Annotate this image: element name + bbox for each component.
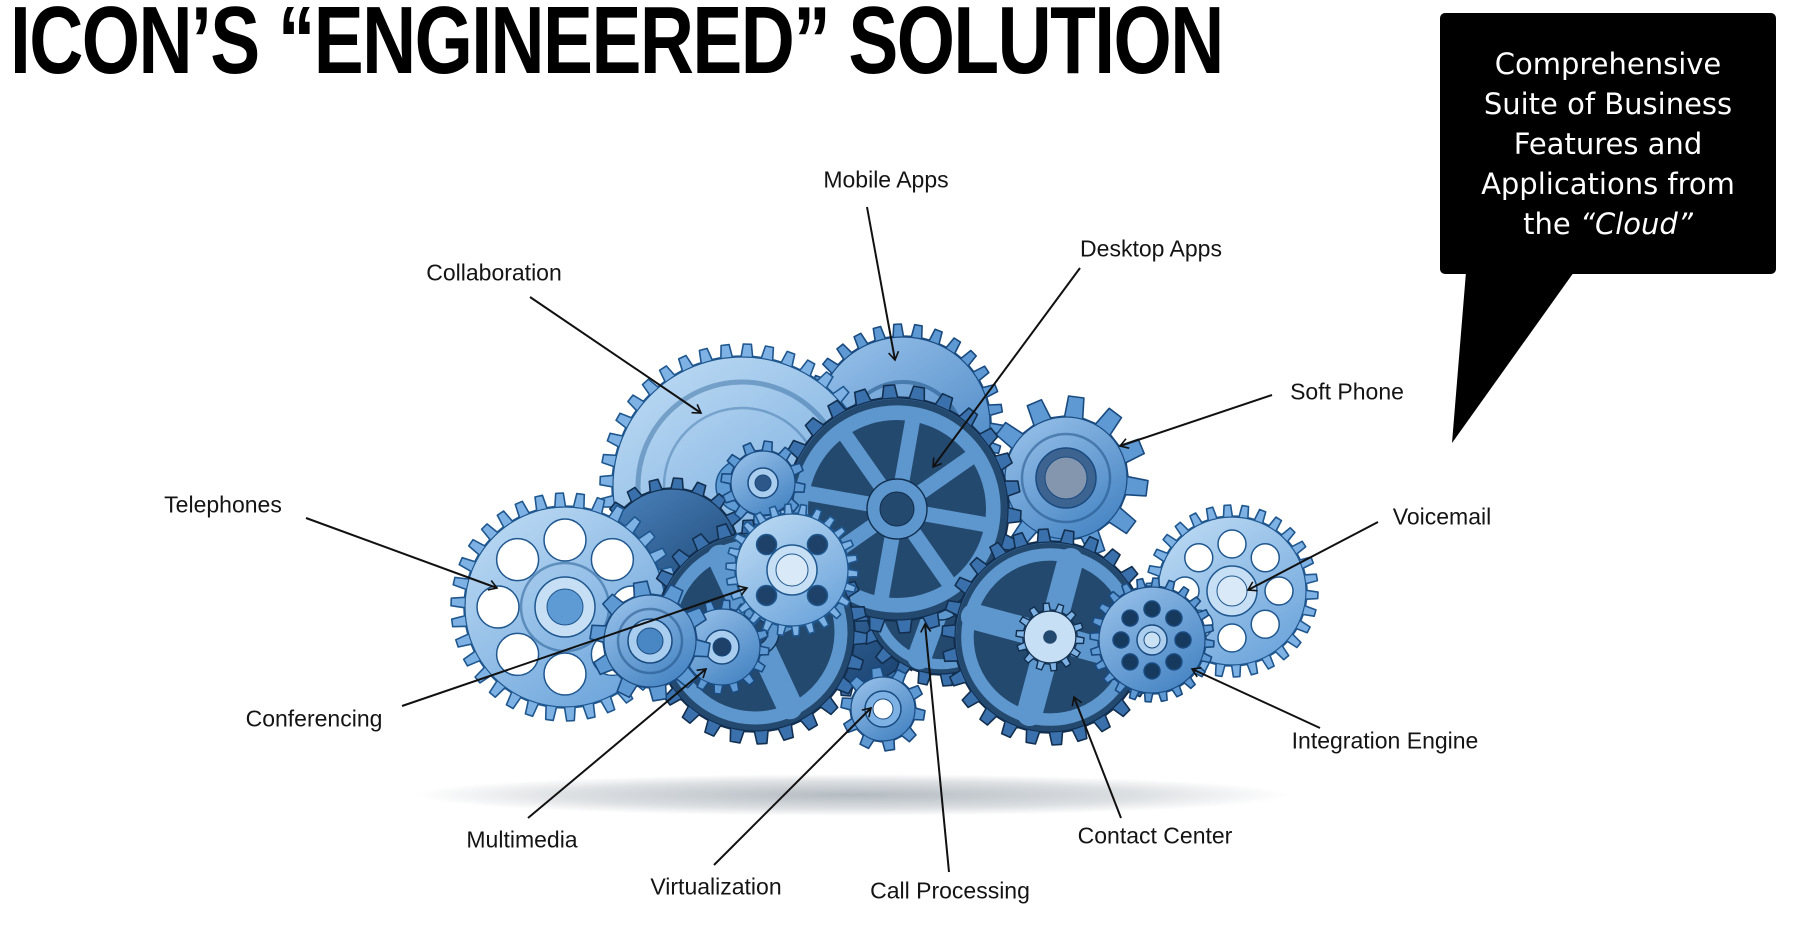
leader-line-soft-phone [1118, 394, 1273, 449]
cloud-shadow [414, 774, 1290, 816]
callout-line: the “Cloud” [1523, 206, 1693, 241]
gear-conferencing [725, 503, 859, 637]
leader-line-voicemail [1246, 521, 1379, 592]
leader-line-contact-center [1071, 695, 1122, 819]
leader-line-integration-engine [1190, 667, 1321, 729]
gear-contact-center [941, 528, 1159, 746]
leader-line-mobile-apps [866, 206, 900, 362]
leader-line-multimedia [527, 668, 708, 819]
leader-line-desktop-apps [932, 267, 1081, 469]
callout-line: Applications from [1481, 166, 1735, 201]
callout-line: Features and [1513, 126, 1703, 161]
callout-line: Comprehensive [1494, 46, 1722, 81]
gear-integration-engine [1089, 577, 1215, 703]
leader-line-telephones [305, 517, 499, 591]
gear-soft-phone [983, 395, 1149, 561]
slide-title: ICON’S “ENGINEERED” SOLUTION [10, 0, 1224, 94]
leader-line-virtualization [713, 706, 873, 866]
callout-tail [1452, 272, 1574, 443]
leader-line-conferencing [401, 585, 749, 707]
callout-line: Suite of Business [1483, 86, 1733, 121]
gear-collab-pinion [720, 440, 806, 526]
gear-virtualization [840, 666, 926, 752]
leader-line-call-processing [920, 622, 950, 873]
leader-line-collaboration [529, 296, 703, 414]
